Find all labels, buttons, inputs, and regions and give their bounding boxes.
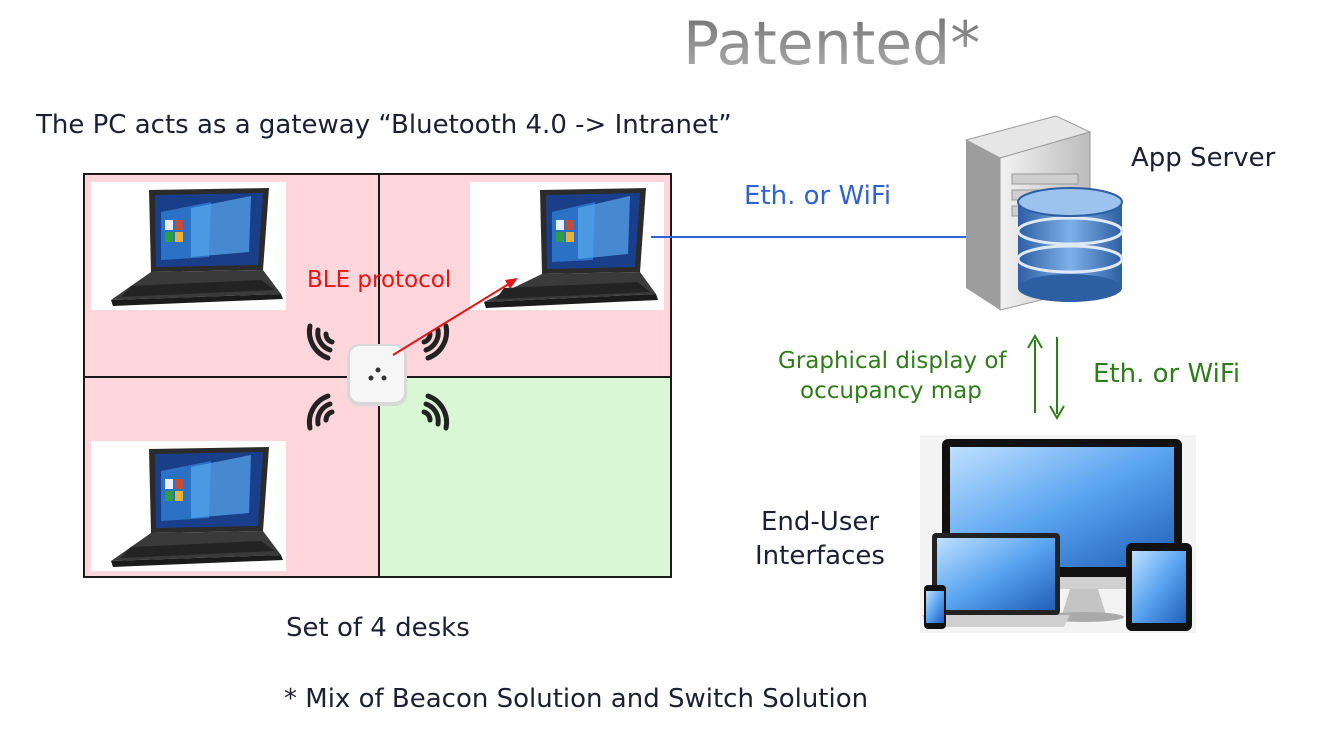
signal-wave-icon: [306, 323, 450, 431]
laptop-device-icon: [922, 533, 1070, 627]
laptop-icon: [111, 188, 283, 306]
laptop-photo-top-right: [470, 182, 664, 310]
footnote: * Mix of Beacon Solution and Switch Solu…: [284, 684, 869, 714]
database-icon: [1016, 187, 1124, 302]
desk-bottom-right: [380, 378, 670, 576]
smartphone-icon: [924, 585, 946, 629]
eth-wifi-top-label: Eth. or WiFi: [744, 181, 892, 211]
end-user-label-line1: End-User: [761, 507, 880, 537]
laptop-photo-bottom-left: [91, 441, 286, 571]
graphical-display-line2: occupancy map: [800, 378, 982, 404]
desks-caption: Set of 4 desks: [286, 613, 470, 643]
beacon-icon: [347, 344, 407, 406]
laptop-icon: [111, 447, 283, 567]
ble-arrow: [392, 281, 513, 356]
tablet-icon: [1126, 543, 1192, 631]
server-tower-icon: [964, 115, 1124, 311]
end-user-devices-image: [920, 435, 1196, 633]
end-user-label-line2: Interfaces: [755, 541, 885, 571]
graphical-display-line1: Graphical display of: [778, 348, 1007, 374]
gateway-description: The PC acts as a gateway “Bluetooth 4.0 …: [36, 110, 732, 140]
ble-protocol-label: BLE protocol: [307, 267, 452, 293]
laptop-photo-top-left: [91, 182, 286, 310]
eth-wifi-bottom-label: Eth. or WiFi: [1093, 359, 1241, 389]
page-title: Patented*: [683, 9, 981, 79]
app-server-label: App Server: [1131, 143, 1276, 173]
laptop-icon: [484, 188, 658, 308]
